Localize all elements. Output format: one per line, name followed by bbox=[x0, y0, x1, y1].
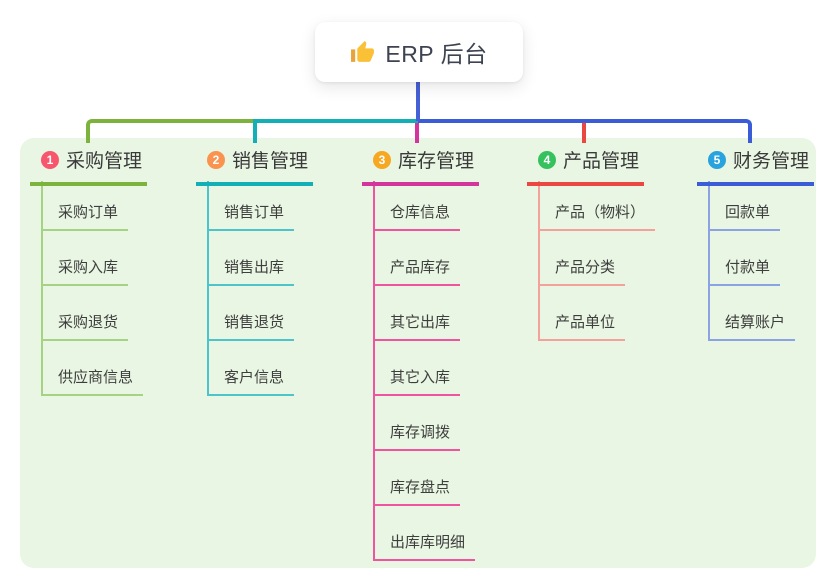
child-node[interactable]: 产品库存 bbox=[373, 257, 461, 286]
child-node[interactable]: 回款单 bbox=[708, 202, 781, 231]
child-node[interactable]: 供应商信息 bbox=[41, 367, 144, 396]
child-node[interactable]: 其它入库 bbox=[373, 367, 461, 396]
badge-4: 4 bbox=[538, 150, 556, 169]
branch-label: 销售管理 bbox=[232, 151, 309, 172]
child-node[interactable]: 其它出库 bbox=[373, 312, 461, 341]
child-node[interactable]: 客户信息 bbox=[207, 367, 295, 396]
branch-node-product[interactable]: 4 产品管理 bbox=[527, 146, 644, 186]
connector-branch2 bbox=[253, 119, 418, 143]
child-node[interactable]: 库存调拨 bbox=[373, 422, 461, 451]
child-node[interactable]: 销售订单 bbox=[207, 202, 295, 231]
root-title: ERP 后台 bbox=[385, 41, 488, 67]
root-node[interactable]: ERP 后台 bbox=[315, 22, 523, 82]
child-node[interactable]: 库存盘点 bbox=[373, 477, 461, 506]
child-node[interactable]: 仓库信息 bbox=[373, 202, 461, 231]
spine-branch5 bbox=[708, 181, 710, 341]
child-node[interactable]: 结算账户 bbox=[708, 312, 796, 341]
connector-branch1 bbox=[86, 119, 253, 143]
spine-branch3 bbox=[373, 181, 375, 561]
child-node[interactable]: 采购退货 bbox=[41, 312, 129, 341]
connector-branch4 bbox=[582, 120, 586, 143]
spine-branch4 bbox=[538, 181, 540, 341]
branch-label: 财务管理 bbox=[733, 151, 810, 172]
child-node[interactable]: 产品（物料） bbox=[538, 202, 656, 231]
spine-branch2 bbox=[207, 181, 209, 396]
connector-root bbox=[416, 80, 420, 121]
badge-1: 1 bbox=[41, 150, 59, 169]
child-node[interactable]: 产品单位 bbox=[538, 312, 626, 341]
child-node[interactable]: 出库库明细 bbox=[373, 532, 476, 561]
connector-branch5 bbox=[418, 119, 752, 143]
badge-2: 2 bbox=[207, 150, 225, 169]
branch-node-inventory[interactable]: 3 库存管理 bbox=[362, 146, 479, 186]
child-node[interactable]: 采购订单 bbox=[41, 202, 129, 231]
branch-node-purchase[interactable]: 1 采购管理 bbox=[30, 146, 147, 186]
connector-branch3 bbox=[415, 120, 419, 143]
child-node[interactable]: 付款单 bbox=[708, 257, 781, 286]
branch-label: 产品管理 bbox=[563, 151, 640, 172]
thumbs-up-icon bbox=[351, 40, 375, 62]
badge-3: 3 bbox=[373, 150, 391, 169]
mindmap-panel bbox=[20, 138, 816, 568]
badge-5: 5 bbox=[708, 150, 726, 169]
branch-label: 采购管理 bbox=[66, 151, 143, 172]
child-node[interactable]: 采购入库 bbox=[41, 257, 129, 286]
child-node[interactable]: 销售出库 bbox=[207, 257, 295, 286]
spine-branch1 bbox=[41, 181, 43, 396]
branch-node-sales[interactable]: 2 销售管理 bbox=[196, 146, 313, 186]
child-node[interactable]: 产品分类 bbox=[538, 257, 626, 286]
child-node[interactable]: 销售退货 bbox=[207, 312, 295, 341]
branch-node-finance[interactable]: 5 财务管理 bbox=[697, 146, 814, 186]
branch-label: 库存管理 bbox=[398, 151, 475, 172]
